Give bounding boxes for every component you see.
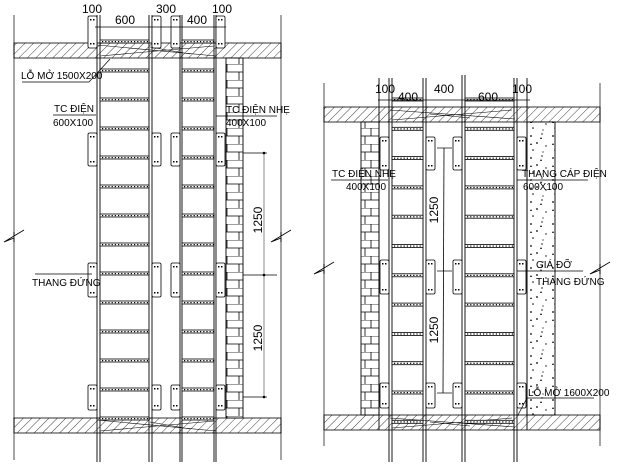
- dimension-label: 100: [512, 82, 532, 96]
- power-ladder-label: THANG CÁP ĐIỆN: [522, 167, 607, 180]
- dimension-label: 300: [156, 2, 176, 16]
- lv-tray-label: TC ĐIỆN NHẸ: [332, 167, 396, 180]
- support-label: GIÁ ĐỠ: [536, 258, 572, 271]
- dimension-label: 600: [115, 13, 135, 27]
- power-ladder-size: 600X100: [523, 182, 563, 193]
- break-line-icon: [313, 261, 335, 275]
- lv-tray-size: 400X100: [346, 182, 386, 193]
- dimension-label: 600: [478, 90, 498, 104]
- label-lv-tray: TC ĐIỆN NHẸ 400X100: [331, 167, 396, 193]
- vertical-ladder-label: THANG ĐỨNG: [32, 276, 101, 289]
- break-line-icon: [270, 229, 292, 243]
- dimension-label: 100: [375, 82, 395, 96]
- support-brackets: [379, 136, 527, 409]
- power-tray-label: TC ĐIỆN: [54, 102, 94, 115]
- dimension-label: 100: [212, 2, 232, 16]
- dimension-label: 400: [398, 90, 418, 104]
- dimension-label: 1250: [251, 206, 265, 233]
- dimension-label: 100: [82, 2, 102, 16]
- break-line-icon: [589, 261, 611, 275]
- support-brackets: [87, 15, 226, 411]
- dimension-label: 1250: [251, 324, 265, 351]
- opening-label: LỖ MỞ 1500X200: [21, 69, 103, 82]
- brick-wall: [225, 57, 244, 419]
- support-label-2: THANG ĐỨNG: [536, 275, 605, 288]
- opening-label: LỖ MỞ 1600X200: [528, 386, 610, 399]
- dimension-label: 400: [434, 82, 454, 96]
- dimension-label: 400: [187, 13, 207, 27]
- label-lv-tray: TC ĐIỆN NHẸ 400X100: [216, 103, 290, 129]
- top-dimensions: 100 600 300 400 100: [82, 2, 232, 27]
- ladder-rungs: [391, 97, 515, 424]
- power-tray-size: 600X100: [53, 118, 93, 129]
- break-line-icon: [3, 229, 25, 243]
- vertical-dimensions: 1250 1250: [427, 196, 441, 343]
- label-power-ladder: THANG CÁP ĐIỆN 600X100: [517, 167, 607, 193]
- ladder-rungs: [99, 39, 215, 421]
- cable-ladder-400: [179, 15, 217, 462]
- label-power-tray: TC ĐIỆN 600X100: [53, 102, 96, 129]
- lv-tray-label: TC ĐIỆN NHẸ: [226, 103, 290, 116]
- dimension-label: 1250: [427, 196, 441, 223]
- brick-wall: [360, 121, 380, 416]
- label-vertical-ladder: THANG ĐỨNG: [32, 273, 101, 289]
- dimension-label: 1250: [427, 316, 441, 343]
- label-opening-1600x200: LỖ MỞ 1600X200: [517, 386, 610, 416]
- floor-slab-top: [13, 42, 282, 59]
- cable-ladder-600: [96, 15, 153, 462]
- label-opening-1500x200: LỖ MỞ 1500X200: [21, 58, 111, 83]
- lv-tray-size: 400X100: [226, 118, 266, 129]
- label-ladder-support: GIÁ ĐỠ THANG ĐỨNG: [517, 258, 605, 288]
- vertical-dimensions: 1250 1250: [251, 206, 265, 351]
